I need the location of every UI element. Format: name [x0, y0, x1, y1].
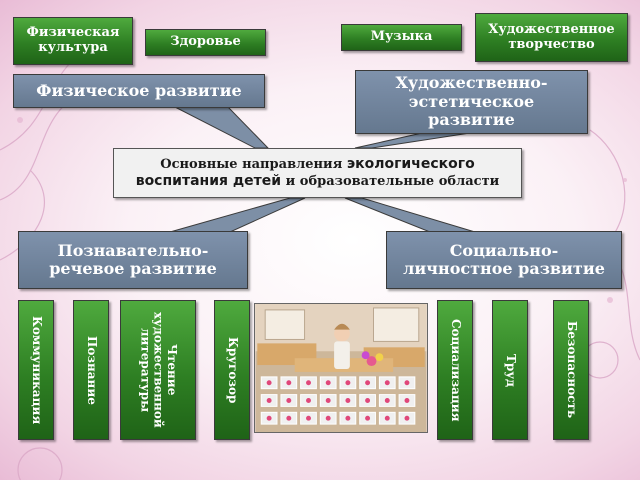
physical-development-box: Физическое развитие [13, 74, 265, 108]
connector-social [344, 197, 476, 233]
music-box: Музыка [341, 24, 462, 51]
safety-label: Безопасность [564, 321, 579, 419]
connector-physical [174, 106, 270, 149]
main-directions-text: Основные направления экологического восп… [126, 156, 509, 190]
connector-artistic [354, 132, 471, 149]
main-directions-part1: Основные направления [160, 157, 347, 173]
socialization-box: Социализация [437, 300, 473, 440]
cognition-label: Познание [84, 335, 99, 405]
health-label: Здоровье [170, 34, 241, 50]
social-development-label: Социально-личностное развитие [403, 240, 605, 278]
labor-label: Труд [503, 353, 518, 387]
social-development-box: Социально-личностное развитие [386, 231, 622, 289]
artistic-development-box: Художественно-эстетическое развитие [355, 70, 588, 134]
physical-culture-box: Физическая культура [13, 17, 133, 65]
physical-development-label: Физическое развитие [36, 80, 242, 100]
art-creativity-box: Художественное творчество [475, 13, 628, 62]
safety-box: Безопасность [553, 300, 589, 440]
outlook-box: Кругозор [214, 300, 250, 440]
cognitive-development-box: Познавательно-речевое развитие [18, 231, 248, 289]
artistic-development-label: Художественно-эстетическое развитие [395, 73, 548, 130]
classroom-photo [254, 303, 428, 433]
communication-label: Коммуникация [29, 315, 44, 425]
health-box: Здоровье [145, 29, 266, 56]
cognitive-development-label: Познавательно-речевое развитие [49, 240, 217, 278]
socialization-label: Социализация [448, 318, 463, 422]
reading-label: Чтение художественной литературы [138, 312, 179, 428]
cognition-box: Познание [73, 300, 109, 440]
main-directions-box: Основные направления экологического восп… [113, 148, 522, 198]
labor-box: Труд [492, 300, 528, 440]
communication-box: Коммуникация [18, 300, 54, 440]
art-creativity-label: Художественное творчество [488, 21, 615, 52]
music-label: Музыка [370, 29, 433, 45]
physical-culture-label: Физическая культура [26, 25, 120, 55]
outlook-label: Кругозор [225, 336, 240, 404]
reading-box: Чтение художественной литературы [120, 300, 196, 440]
main-directions-part2: экологического воспитания детей [135, 156, 475, 189]
main-directions-part3: и образовательные области [281, 174, 500, 189]
connector-cognitive [169, 197, 306, 233]
